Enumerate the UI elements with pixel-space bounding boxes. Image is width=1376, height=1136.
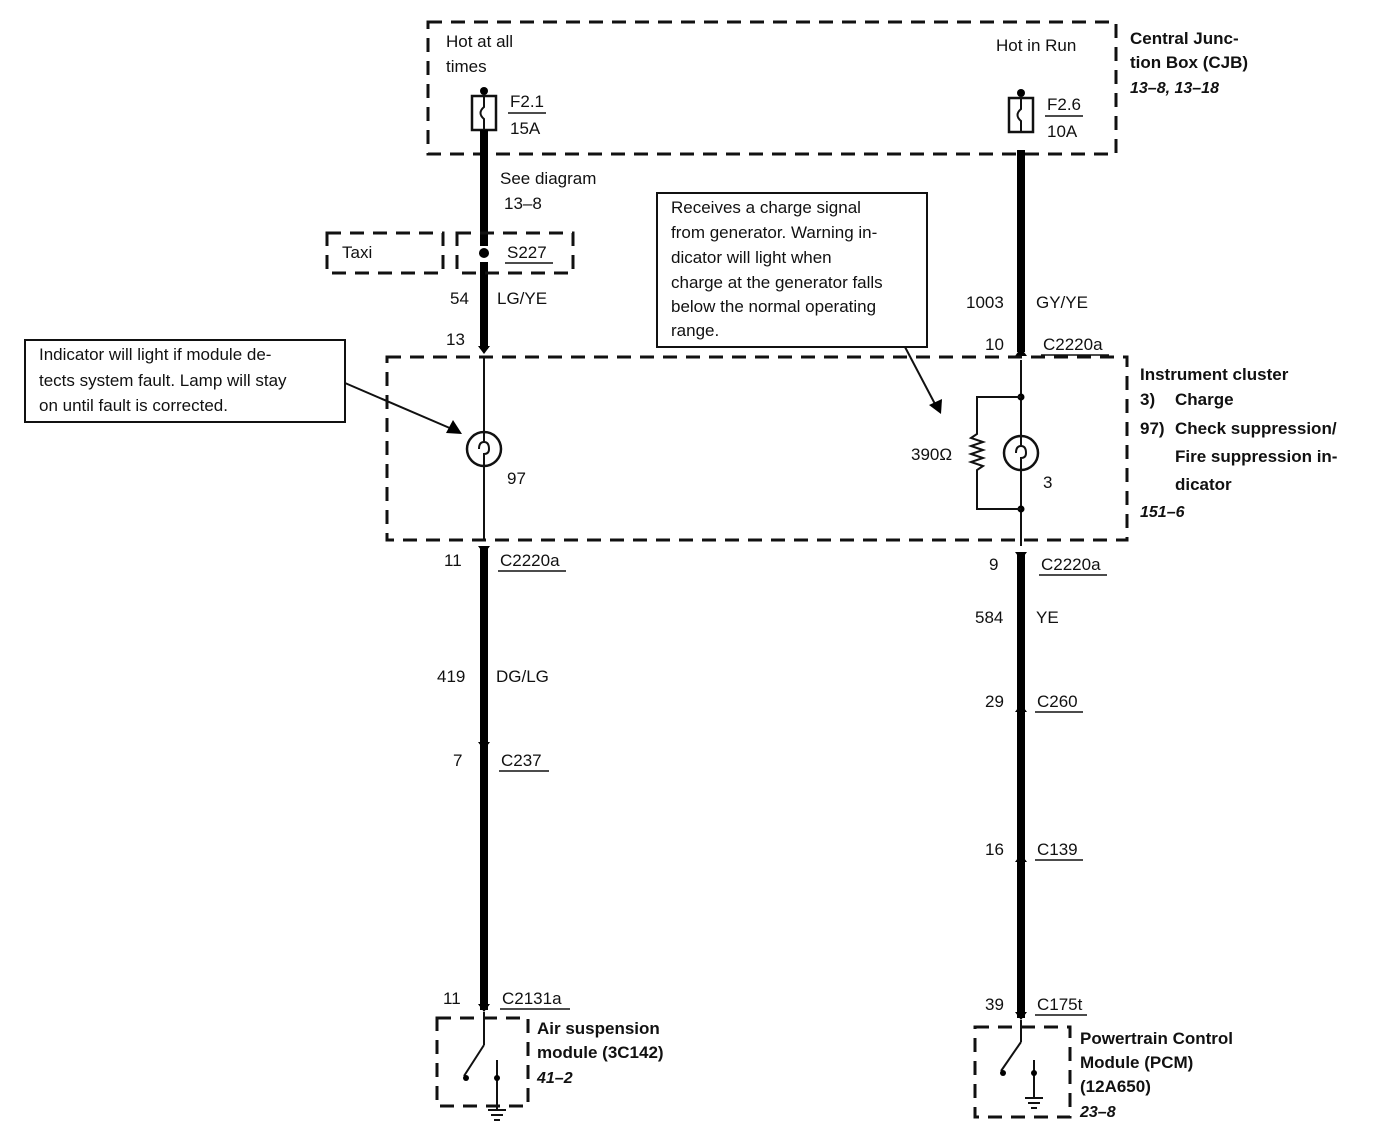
c260-pin: 29 — [985, 692, 1004, 711]
indicator-lamp-97 — [465, 430, 503, 468]
wire-1003-number: 1003 — [966, 293, 1004, 312]
pcm-module-name-3: (12A650) — [1080, 1077, 1151, 1096]
air-suspension-module-name-2: module (3C142) — [537, 1043, 664, 1062]
lamp-3-label: 3 — [1043, 473, 1052, 492]
cjb-name: Central Junc- — [1130, 29, 1239, 48]
splice-s227-label: S227 — [507, 243, 547, 262]
cjb-hot-in-run-label: Hot in Run — [996, 36, 1076, 55]
cluster-item-97-number: 97) — [1140, 419, 1165, 438]
fuse-f2-6-rating: 10A — [1047, 122, 1078, 141]
cluster-item-97-label-3: dicator — [1175, 475, 1232, 494]
ground-icon — [488, 1098, 506, 1121]
c175t-pin: 39 — [985, 995, 1004, 1014]
cjb-hot-at-all-times-label-2: times — [446, 57, 487, 76]
c2131a-arrow — [478, 1004, 490, 1012]
right-pin-10: 10 — [985, 335, 1004, 354]
c2131a-pin: 11 — [443, 989, 461, 1008]
ground-icon-pcm — [1025, 1097, 1043, 1109]
c175t-connector: C175t — [1037, 995, 1083, 1014]
note-left-box — [24, 339, 346, 423]
cjb-hot-at-all-times-label: Hot at all — [446, 32, 513, 51]
air-suspension-module-name: Air suspension — [537, 1019, 660, 1038]
resistor-390-ohm-label: 390Ω — [911, 445, 952, 464]
note-right-box — [656, 192, 928, 348]
fuse-f2-1-rating: 15A — [510, 119, 541, 138]
air-suspension-module-box — [435, 1016, 530, 1108]
taxi-option-box — [325, 231, 445, 275]
left-pin-11: 11 — [444, 551, 462, 570]
c139-pin: 16 — [985, 840, 1004, 859]
wire-584-color: YE — [1036, 608, 1059, 627]
c139-connector: C139 — [1037, 840, 1078, 859]
note-left-line-2: tects system fault. Lamp will stay — [39, 371, 287, 390]
right-pin-10-arrow — [1015, 348, 1027, 356]
c139-arrow — [1015, 854, 1027, 862]
see-diagram-label: See diagram — [500, 169, 596, 188]
wire-1003-color: GY/YE — [1036, 293, 1088, 312]
note-right-line-6: range. — [671, 321, 719, 340]
pcm-module-switch — [1000, 1020, 1037, 1098]
splice-box — [455, 231, 575, 275]
note-right-line-4: charge at the generator falls — [671, 273, 883, 292]
fuse-f2-6 — [1007, 89, 1035, 134]
c175t-arrow — [1015, 1012, 1027, 1020]
air-suspension-module-reference: 41–2 — [536, 1070, 573, 1087]
left-connector-c2220a: C2220a — [500, 551, 560, 570]
cluster-item-97-label-2: Fire suppression in- — [1175, 447, 1337, 466]
central-junction-box — [426, 20, 1118, 156]
note-left-line-3: on until fault is corrected. — [39, 396, 228, 415]
c2131a-connector: C2131a — [502, 989, 562, 1008]
note-left-arrowhead — [446, 420, 462, 434]
note-right-arrow — [904, 346, 936, 405]
cjb-reference: 13–8, 13–18 — [1130, 80, 1219, 97]
left-pin-13: 13 — [446, 330, 465, 349]
c237-arrow — [478, 742, 490, 750]
c237-pin: 7 — [453, 751, 462, 770]
c237-connector: C237 — [501, 751, 542, 770]
note-right-line-2: from generator. Warning in- — [671, 223, 877, 242]
right-connector-c2220a-in: C2220a — [1043, 335, 1103, 354]
right-pin-9: 9 — [989, 555, 998, 574]
splice-s227-dot — [479, 248, 489, 258]
cluster-reference: 151–6 — [1140, 504, 1185, 521]
note-left-line-1: Indicator will light if module de- — [39, 345, 271, 364]
right-connector-c2220a-out: C2220a — [1041, 555, 1101, 574]
see-diagram-ref: 13–8 — [504, 194, 542, 213]
cjb-name-2: tion Box (CJB) — [1130, 53, 1248, 72]
left-pin-11-arrow — [478, 546, 490, 554]
wire-54-color: LG/YE — [497, 289, 547, 308]
wire-54-number: 54 — [450, 289, 469, 308]
c260-arrow — [1015, 704, 1027, 712]
cluster-item-3-number: 3) — [1140, 390, 1155, 409]
fuse-f2-6-id: F2.6 — [1047, 95, 1081, 114]
cluster-title: Instrument cluster — [1140, 365, 1289, 384]
fuse-f2-1-id: F2.1 — [510, 92, 544, 111]
pcm-module-box — [973, 1025, 1072, 1119]
pcm-module-name-2: Module (PCM) — [1080, 1053, 1193, 1072]
c260-connector: C260 — [1037, 692, 1078, 711]
pcm-module-reference: 23–8 — [1079, 1104, 1116, 1121]
air-suspension-module-switch — [463, 1012, 500, 1098]
right-pin-9-arrow — [1015, 552, 1027, 560]
note-right-line-5: below the normal operating — [671, 297, 876, 316]
taxi-label: Taxi — [342, 243, 372, 262]
left-pin-13-arrow — [478, 346, 490, 354]
cluster-item-97-label: Check suppression/ — [1175, 419, 1337, 438]
pcm-module-name: Powertrain Control — [1080, 1029, 1233, 1048]
note-left-arrow — [344, 382, 453, 430]
cluster-item-3-label: Charge — [1175, 390, 1234, 409]
note-right-line-3: dicator will light when — [671, 248, 832, 267]
resistor-390-ohm — [967, 396, 1021, 510]
wire-419-color: DG/LG — [496, 667, 549, 686]
wire-419-number: 419 — [437, 667, 465, 686]
indicator-lamp-3 — [1002, 434, 1040, 472]
instrument-cluster-box — [385, 355, 1129, 542]
lamp-97-label: 97 — [507, 469, 526, 488]
wire-584-number: 584 — [975, 608, 1003, 627]
note-right-arrowhead — [929, 399, 942, 414]
note-right-line-1: Receives a charge signal — [671, 198, 861, 217]
fuse-f2-1 — [470, 87, 498, 132]
